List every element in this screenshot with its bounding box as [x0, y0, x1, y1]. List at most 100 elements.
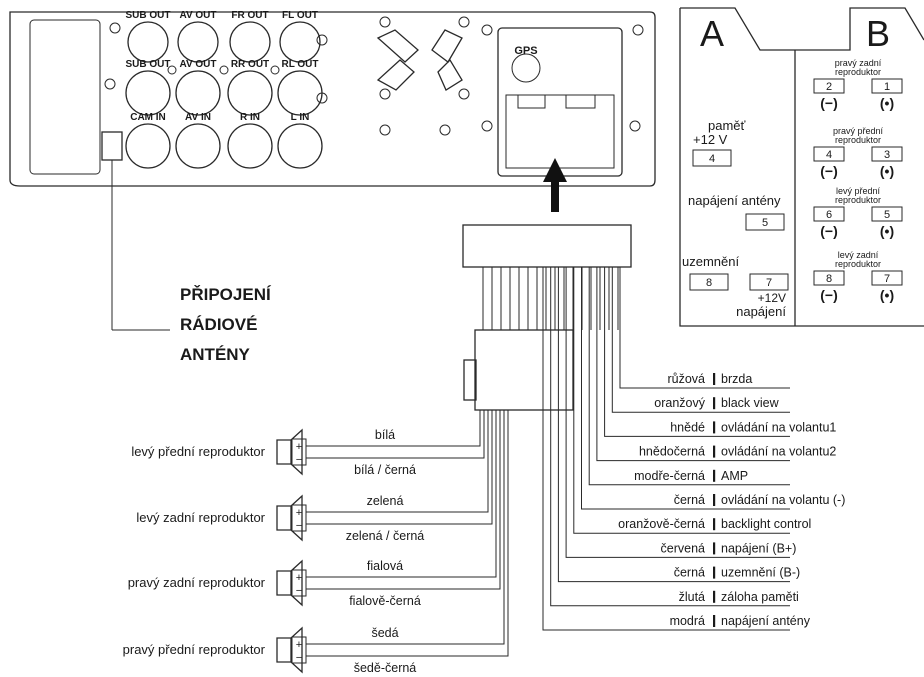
plus-sign: + [296, 572, 302, 584]
rca-jack [127, 21, 169, 63]
rca-jack [125, 123, 171, 169]
rca-jack [177, 21, 219, 63]
connector-a-title: A [700, 13, 724, 54]
b-pin: 4 [826, 149, 832, 161]
wire-color: růžová [667, 372, 705, 386]
speaker-name: levý přední reproduktor [131, 444, 265, 459]
mount-hole [629, 120, 641, 132]
wire-function: ovládání na volantu2 [721, 445, 836, 459]
connector-b-title: B [866, 13, 890, 54]
jack-label: L IN [291, 112, 310, 123]
antenna-label-line2: RÁDIOVÉ [180, 315, 257, 334]
mount-hole [104, 78, 116, 90]
rca-jack [175, 70, 221, 116]
b-group-label: pravý přední [833, 126, 884, 136]
jack-label: SUB OUT [126, 59, 171, 70]
minus-sign: − [296, 520, 302, 532]
wire-function: ovládání na volantu (-) [721, 493, 845, 507]
mount-hole [316, 34, 328, 46]
b-pin: 7 [884, 273, 890, 285]
memory-label: paměť [708, 118, 746, 133]
antenna-cable: PŘIPOJENÍ RÁDIOVÉ ANTÉNY [101, 131, 272, 364]
speaker-name: levý zadní reproduktor [136, 510, 265, 525]
rca-jack [277, 123, 323, 169]
minus-symbol: (−) [820, 287, 838, 303]
wire-plus-color: zelená [367, 494, 404, 508]
mount-hole [458, 88, 470, 100]
up-arrow [543, 158, 567, 212]
b-pin: 2 [826, 81, 832, 93]
rca-jack [229, 21, 271, 63]
mount-hole [458, 16, 470, 28]
pin-a4: 4 [709, 153, 715, 165]
b-group-label: levý přední [836, 186, 881, 196]
minus-sign: − [296, 585, 302, 597]
rca-jack [125, 70, 171, 116]
wire-color: černá [674, 493, 705, 507]
wire-minus-color: fialově-černá [349, 594, 421, 608]
minus-symbol: (−) [820, 223, 838, 239]
gps-label: GPS [514, 45, 537, 57]
wiring-harness [462, 224, 632, 411]
plus-sign: + [296, 507, 302, 519]
antenna-plug [101, 131, 123, 161]
wire-function: AMP [721, 469, 748, 483]
wire-color: modrá [670, 614, 705, 628]
mount-hole [439, 124, 451, 136]
rca-jack [279, 21, 321, 63]
iso-socket [505, 94, 615, 169]
mount-hole [379, 16, 391, 28]
pin-a5: 5 [762, 217, 768, 229]
wire-color: červená [661, 541, 706, 555]
wire-plus-color: fialová [367, 559, 403, 573]
memory-voltage: +12 V [693, 132, 728, 147]
plus-symbol: (•) [880, 223, 894, 239]
wire-function: napájení antény [721, 614, 811, 628]
plus-symbol: (•) [880, 163, 894, 179]
plus-sign: + [296, 441, 302, 453]
b-pin: 6 [826, 209, 832, 221]
antenna-port-frame [29, 19, 101, 175]
rca-jack [175, 123, 221, 169]
mount-hole [379, 88, 391, 100]
harness-clip [463, 359, 477, 401]
rca-jack [227, 123, 273, 169]
harness-body [474, 329, 574, 411]
b-group-label: pravý zadní [835, 58, 882, 68]
plus-symbol: (•) [880, 287, 894, 303]
b-group-label: reproduktor [835, 67, 881, 77]
pin-a8: 8 [706, 277, 712, 289]
wire-color: modře-černá [634, 469, 705, 483]
mount-hole [379, 124, 391, 136]
b-group-label: reproduktor [835, 259, 881, 269]
wire-function: backlight control [721, 517, 811, 531]
wire-minus-color: bílá / černá [354, 463, 416, 477]
wire-function: brzda [721, 372, 752, 386]
rca-jack [277, 70, 323, 116]
antenna-power-label: napájení antény [688, 193, 781, 208]
pin-a7: 7 [766, 277, 772, 289]
wire-function: ovládání na volantu1 [721, 420, 836, 434]
jack-label: CAM IN [130, 112, 166, 123]
jack-label: FL OUT [282, 10, 318, 21]
ground-label: uzemnění [682, 254, 739, 269]
gps-port [511, 53, 541, 83]
panel-outline [9, 11, 656, 187]
wire-color: černá [674, 566, 705, 580]
b-group-label: reproduktor [835, 195, 881, 205]
plus-symbol: (•) [880, 95, 894, 111]
vent-shapes [376, 29, 463, 91]
wire-color: hnědé [670, 420, 705, 434]
wire-function: záloha paměti [721, 590, 799, 604]
speaker-name: pravý přední reproduktor [123, 642, 266, 657]
jack-label: RR OUT [231, 59, 269, 70]
minus-sign: − [296, 652, 302, 664]
jack-label: SUB OUT [126, 10, 171, 21]
rca-jack [227, 70, 273, 116]
jack-label: FR OUT [231, 10, 268, 21]
